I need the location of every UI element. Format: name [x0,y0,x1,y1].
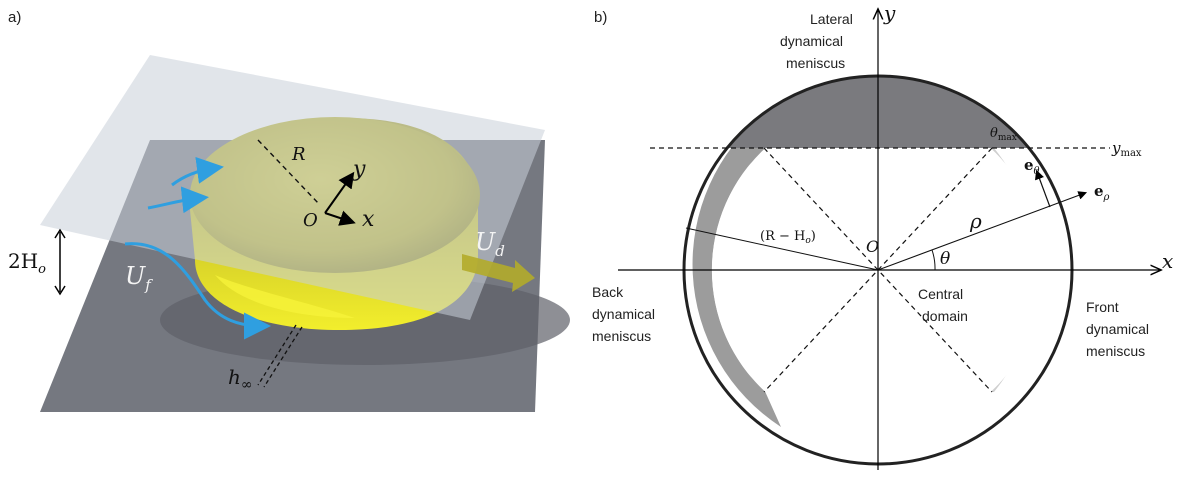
svg-text:dynamical: dynamical [780,33,843,49]
svg-text:dynamical: dynamical [1086,321,1149,337]
lateral-meniscus-label: Lateral dynamical meniscus [780,11,853,71]
local-x-axis [324,210,356,226]
local-origin-label: O [303,210,318,231]
droplet-velocity-arrow [462,254,535,292]
radius-symbol: R [291,144,306,165]
theta-label: θ [940,249,950,269]
panel-b-diagram: b) x y O (R − Ho) ρ θ eθ eρ θmax ymax La… [592,1,1173,470]
e-theta-label: eθ [1024,156,1040,177]
local-x-label: x [362,207,375,232]
panel-b: b) x y O (R − Ho) ρ θ eθ eρ θmax ymax La… [590,0,1182,486]
y-axis-label: y [883,1,896,25]
local-y-label: y [352,157,366,182]
inner-radius-line [685,227,879,271]
theta-arc [931,249,936,271]
radius-line [257,139,321,206]
ymax-label: ymax [1111,139,1142,159]
flow-velocity-label: Uf [125,262,153,294]
svg-text:dynamical: dynamical [592,306,655,322]
local-y-axis [324,171,355,214]
top-plate [40,55,545,320]
panel-b-label: b) [594,9,607,26]
svg-text:meniscus: meniscus [1086,343,1145,359]
gap-label: 2Ho [8,249,46,277]
film-thickness-marker [257,324,303,388]
svg-text:Back: Back [592,284,624,300]
e-rho-label: eρ [1094,182,1110,203]
svg-text:domain: domain [922,308,968,324]
inner-radius-label: (R − Ho) [760,229,816,246]
rho-label: ρ [969,209,982,233]
flow-lines [124,157,271,340]
droplet-highlight [215,275,355,318]
back-meniscus-label: Back dynamical meniscus [592,284,655,344]
panel-a-label: a) [8,9,21,26]
x-axis-label: x [1162,249,1173,273]
droplet-velocity-label: Ud [475,228,505,260]
e-theta-vector [1035,169,1051,208]
central-domain-label: Central domain [918,286,968,324]
back-meniscus-band [692,113,781,427]
origin-label: O [866,237,879,256]
rho-vector [877,191,1088,271]
svg-text:Central: Central [918,286,963,302]
svg-text:meniscus: meniscus [786,55,845,71]
panel-a-illustration: a) R y x O 2Ho Uf Ud h∞ [8,9,570,412]
film-thickness-label: h∞ [228,365,253,393]
panel-a: a) R y x O 2Ho Uf Ud h∞ [0,0,590,486]
svg-text:Lateral: Lateral [810,11,853,27]
svg-text:Front: Front [1086,299,1119,315]
theta-max-label: θmax [990,126,1017,143]
svg-text:meniscus: meniscus [592,328,651,344]
front-meniscus-label: Front dynamical meniscus [1086,299,1149,359]
